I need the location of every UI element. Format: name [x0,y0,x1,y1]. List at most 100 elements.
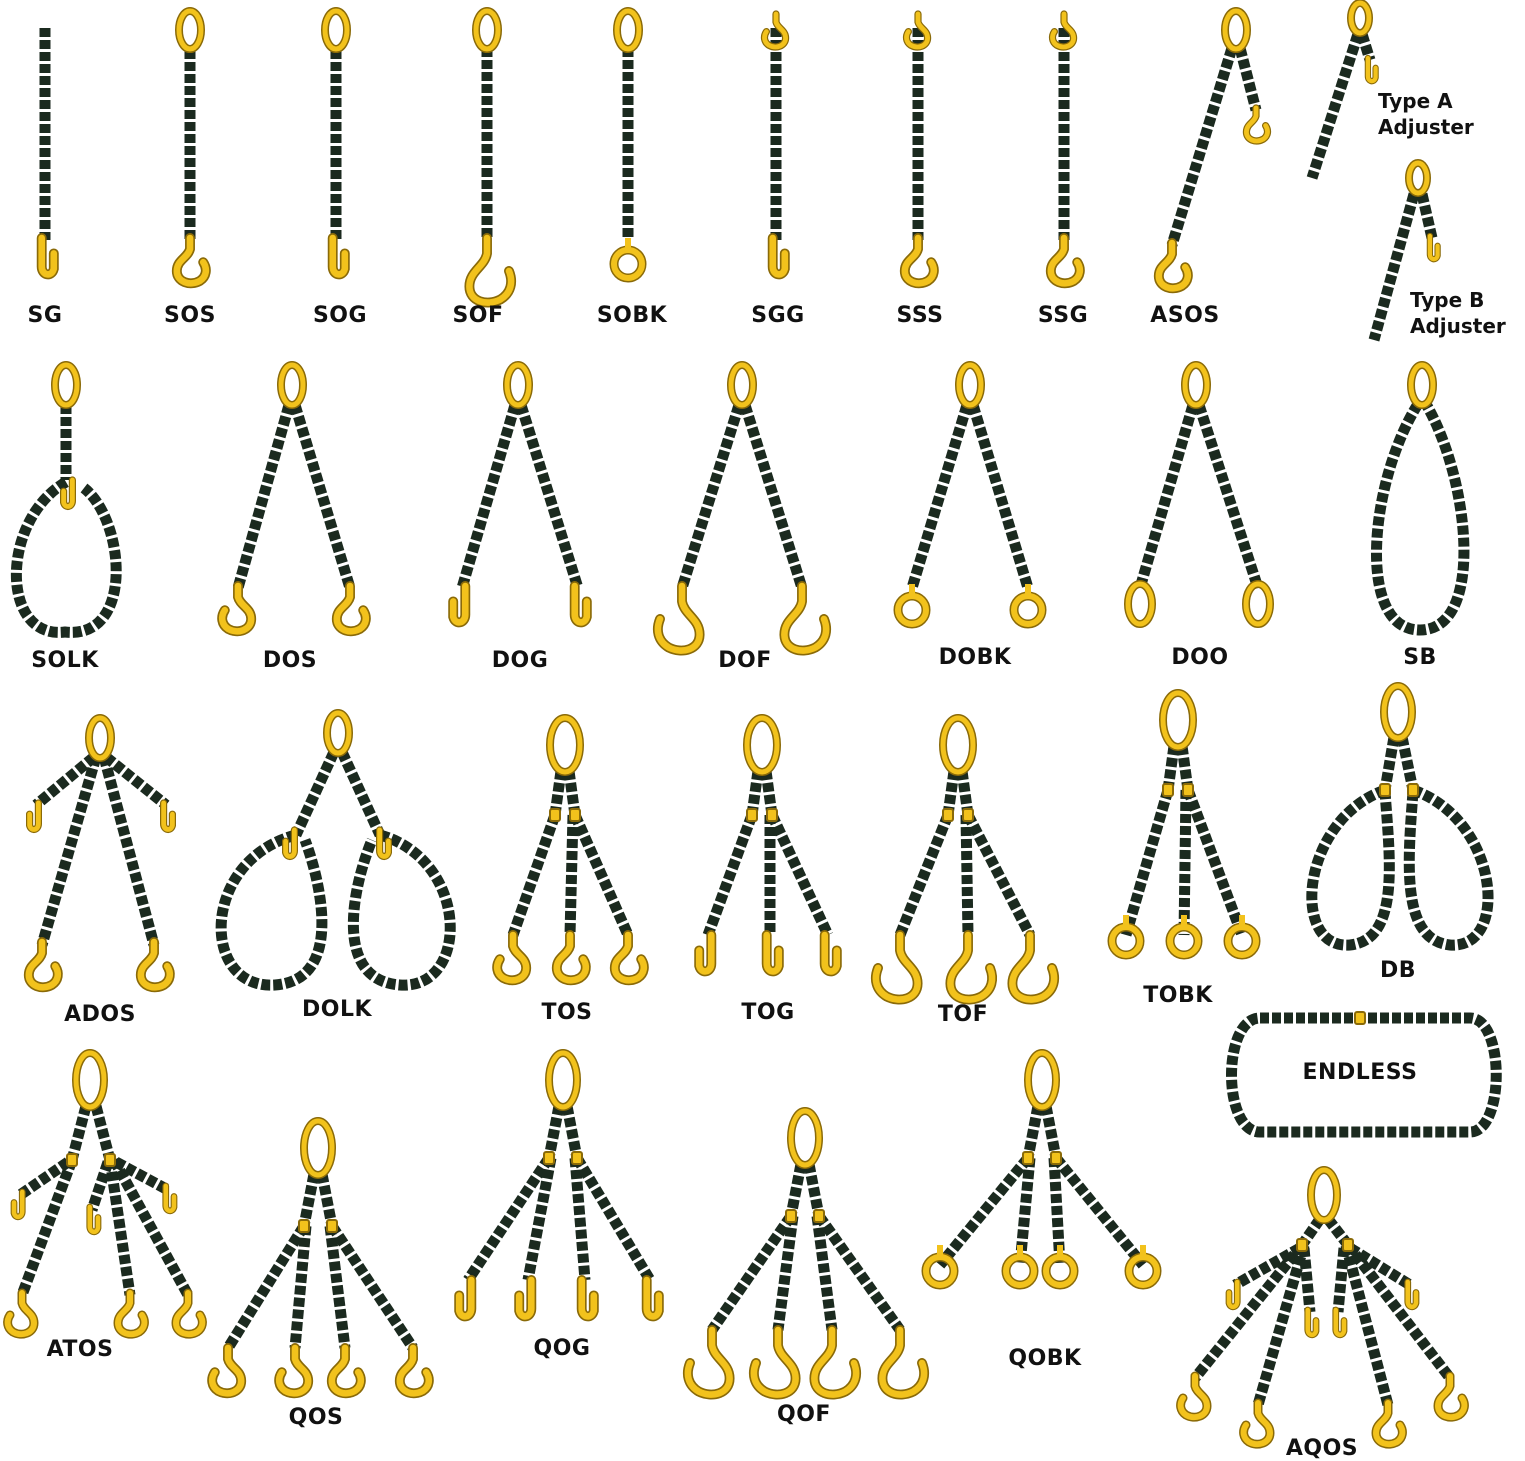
grab-icon [1336,1310,1344,1335]
hook-icon [332,1348,361,1393]
chain-leg [1304,1248,1310,1312]
master-link-icon [747,718,777,772]
label-sgg: SGG [751,303,804,328]
coupling-link-icon [1355,1012,1365,1024]
hook-body [176,1293,202,1334]
grab-body [773,238,785,274]
chain-leg [304,1174,314,1226]
coupling-link-icon [67,1154,77,1166]
chain-leg [772,815,828,935]
chain-leg [1056,1158,1143,1265]
coupling-link-icon [105,1154,115,1166]
grab-body [647,1280,659,1316]
hook-body [400,1348,429,1393]
hook-icon [1438,1376,1464,1417]
chain-leg [968,815,1030,935]
foundry-icon [469,238,511,303]
grab-icon [825,935,837,971]
chain-leg [1188,790,1242,935]
hook-body [141,942,170,987]
foundry-icon [754,1330,796,1395]
label-sobk: SOBK [597,303,667,328]
grab-icon [1430,236,1438,259]
master-link-icon [76,1053,104,1107]
grab-body [825,935,837,971]
chain-leg [1184,790,1186,935]
label-sg: SG [28,303,63,328]
master-link-icon [549,1053,577,1107]
foundry-icon [1012,935,1054,1000]
coupling-link-icon [943,809,953,821]
hook-icon [337,586,366,631]
hook-body [615,935,644,980]
hook-body [29,942,58,987]
chain-loop [1312,790,1389,945]
hook-body [222,586,251,631]
label-type-b: Type B [1410,287,1506,313]
hook-body [177,238,206,283]
grab-icon [453,586,465,622]
hook-icon [615,935,644,980]
bolt-hook-icon [614,238,642,278]
chain-leg [342,752,380,835]
label-qof: QOF [777,1402,831,1427]
chain-leg [1385,737,1394,790]
grab-icon [459,1280,471,1316]
chain-leg [549,1106,559,1158]
chain-leg [973,405,1028,588]
grab-body [164,803,173,829]
coupling-link-icon [572,1152,582,1164]
label-tog: TOG [741,1000,794,1025]
label-dog: DOG [492,648,549,673]
label-db: DB [1380,958,1416,983]
coupling-link-icon [570,809,580,821]
hook-body [332,1348,361,1393]
grab-body [767,935,779,971]
grab-body [453,586,465,622]
hook-icon [497,935,526,980]
label-sof: SOF [452,303,503,328]
grab-body [14,1192,22,1217]
master-link-icon [550,718,580,772]
label-doo: DOO [1171,645,1228,670]
grab-icon [767,935,779,971]
label-qog: QOG [534,1336,591,1361]
hook-icon [118,1293,144,1334]
label-sos: SOS [164,303,216,328]
chain-leg [1046,1106,1056,1158]
grab-body [519,1280,531,1316]
coupling-link-icon [814,1210,824,1222]
master-link-icon [1384,686,1412,738]
hook-body [1051,238,1080,283]
chain-leg [462,405,515,588]
chain-leg [940,1158,1028,1265]
chain-leg [521,405,578,588]
hook-body [557,935,586,980]
foundry-icon [950,935,992,1000]
chain-leg [966,815,968,935]
hook-body [1438,1376,1464,1417]
hook-icon [279,1348,308,1393]
master-link-icon [791,1111,819,1165]
hook-body [279,1348,308,1393]
label-ssg: SSG [1038,303,1088,328]
hook-body [497,935,526,980]
chain-leg [1338,1248,1344,1312]
master-link-icon [1028,1053,1056,1107]
foundry-icon [882,1330,924,1395]
master-link-icon [943,718,973,772]
hook-body [337,586,366,631]
hook-icon [177,238,206,283]
grab-icon [14,1192,22,1217]
grab-icon [1368,58,1376,81]
grab-body [166,1186,174,1211]
coupling-link-icon [1051,1152,1061,1164]
grab-icon [1308,1310,1316,1335]
foundry-icon [876,935,918,1000]
label-dof: DOF [718,648,772,673]
chain-leg [42,757,96,945]
grab-body [1430,236,1438,259]
grab-body [1408,1282,1416,1307]
label-type-a-adjuster: Type A Adjuster [1378,88,1474,140]
chain-loop [353,835,450,985]
